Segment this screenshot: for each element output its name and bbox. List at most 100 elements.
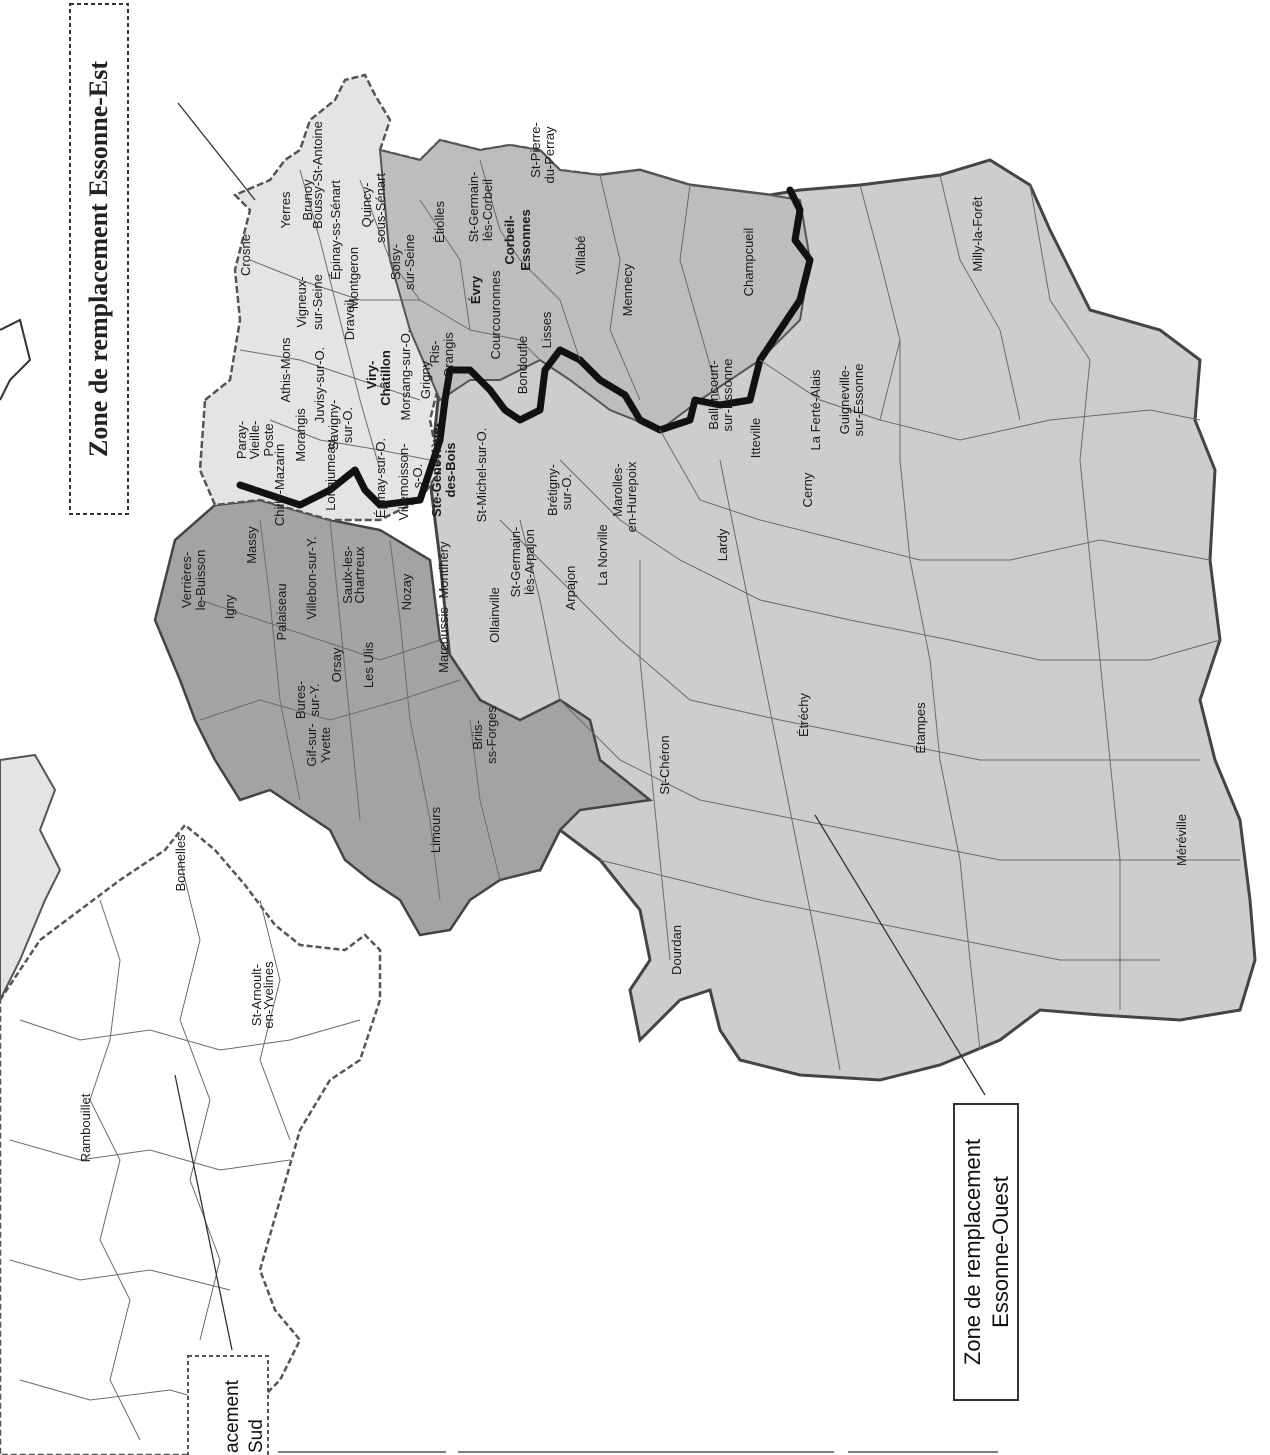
commune-label: Yerres — [278, 191, 293, 229]
commune-boundaries — [9, 159, 1240, 1441]
commune-label: Nozay — [399, 573, 414, 610]
commune-label: sous-Sénart — [373, 173, 388, 243]
commune-label: Paray- — [234, 421, 249, 459]
commune-label: lès-Corbeil — [480, 179, 495, 241]
commune-label: sur-Seine — [310, 274, 325, 330]
commune-label: Brunoy — [300, 179, 315, 221]
commune-label: Chartreux — [352, 546, 367, 604]
commune-label: Montlhéry — [436, 541, 451, 599]
commune-label: en-Hurepoix — [624, 461, 639, 532]
commune-label: Draveil — [342, 300, 357, 341]
commune-label: Igny — [222, 594, 237, 619]
commune-label: St-Michel-sur-O. — [474, 428, 489, 523]
commune-label: Orsay — [329, 647, 344, 682]
commune-label: Évry — [468, 275, 483, 304]
commune-label: Dourdan — [669, 925, 684, 975]
commune-label: Poste — [261, 423, 276, 456]
commune-label: Ballancourt- — [706, 360, 721, 429]
commune-label: Arpajon — [563, 566, 578, 611]
zone-sud-label-box — [187, 1355, 269, 1455]
commune-label: Corbeil- — [502, 215, 517, 264]
zone-boundary-line — [236, 186, 814, 509]
leader-line-sud — [174, 1074, 233, 1351]
commune-label: Lardy — [715, 528, 730, 561]
commune-label: Grigny — [418, 360, 433, 399]
commune-label: Boussy-St-Antoine — [310, 121, 325, 229]
commune-label: sur-Essonne — [720, 359, 735, 432]
zone-east-fragment — [0, 753, 62, 1001]
commune-label: Marcoussis — [436, 607, 451, 673]
commune-label: ss-Forges — [484, 706, 499, 764]
commune-label: Villabé — [573, 236, 588, 275]
commune-label: Épinay-ss-Sénart — [328, 180, 343, 280]
commune-label: Bonnelles — [173, 834, 188, 892]
commune-label: Orangis — [441, 332, 456, 378]
commune-label: Gif-sur- — [304, 723, 319, 766]
commune-label: Champcueil — [741, 228, 756, 297]
commune-label: Châtillon — [378, 350, 393, 406]
commune-label: Ollainville — [487, 587, 502, 643]
zone-ouest-label-line1: Zone de remplacement — [960, 1139, 985, 1365]
leader-line-est — [177, 102, 256, 201]
commune-label: sur-O. — [340, 407, 355, 443]
commune-label: Morsang-sur-O. — [398, 329, 413, 420]
commune-label: en-Yvelines — [261, 961, 276, 1029]
commune-label: St-Germain- — [508, 527, 523, 598]
commune-label: Méréville — [1174, 814, 1189, 866]
commune-label: du-Perray — [542, 126, 557, 184]
commune-label: Étréchy — [796, 692, 811, 737]
commune-label: Itteville — [748, 418, 763, 458]
commune-label: Rambouillet — [78, 1093, 93, 1162]
zone-sud-label-line2: Sud — [246, 1419, 267, 1453]
commune-label: Villemoisson- — [396, 443, 411, 520]
commune-label: Chilly-Mazarin — [272, 444, 287, 526]
commune-label: St-Pierre- — [528, 122, 543, 178]
commune-label: Montgeron — [346, 247, 361, 309]
commune-label: Marolles- — [610, 463, 625, 516]
commune-label: La Norville — [595, 524, 610, 585]
commune-label: Juvisy-sur-O. — [312, 347, 327, 424]
commune-label: Savigny- — [326, 400, 341, 451]
zone-est-label: Zone de remplacement Essonne-Est — [84, 61, 113, 457]
commune-label: Courcouronnes — [488, 270, 503, 359]
commune-label: Quincy- — [359, 183, 374, 228]
commune-label: Épinay-sur-O. — [373, 438, 388, 518]
commune-label: Mennecy — [620, 263, 635, 316]
commune-label: sur-Seine — [402, 234, 417, 290]
commune-label: Verrières- — [179, 552, 194, 608]
commune-label: Limours — [428, 806, 443, 853]
commune-label: Milly-la-Forêt — [970, 196, 985, 272]
commune-label: Villebon-sur-Y. — [304, 536, 319, 619]
commune-label: Bures- — [293, 681, 308, 719]
commune-label: Étiolles — [432, 201, 447, 243]
commune-label: Cerny — [800, 472, 815, 507]
commune-label: Ris- — [427, 340, 442, 363]
leader-line-ouest — [814, 814, 986, 1096]
commune-label: Palaiseau — [274, 583, 289, 640]
commune-label: le-Buisson — [193, 550, 208, 611]
commune-label: La Ferté-Alais — [808, 369, 823, 450]
commune-label: Saulx-les- — [340, 546, 355, 604]
commune-label: Ste-Geneviève- — [429, 423, 444, 517]
commune-label: Soisy- — [388, 244, 403, 280]
commune-label: s-O. — [410, 464, 425, 489]
commune-label: St-Arnoult- — [249, 964, 264, 1026]
zone-sud-label-line1: acement — [222, 1379, 243, 1453]
commune-label: Viry- — [364, 361, 379, 390]
commune-label: Vigneux- — [294, 276, 309, 327]
commune-label: St-Chéron — [657, 735, 672, 794]
commune-label: Yvette — [318, 727, 333, 763]
commune-label: Lisses — [539, 311, 554, 348]
commune-label: lès-Arpajon — [522, 529, 537, 595]
commune-label: Morangis — [293, 408, 308, 462]
commune-label: Brétigny- — [545, 464, 560, 516]
commune-label: Guigneville- — [837, 366, 852, 435]
commune-label: Les Ulis — [361, 641, 376, 688]
commune-label: des-Bois — [443, 443, 458, 498]
commune-label: sur-Y. — [307, 684, 322, 717]
commune-label: Longjumeau — [323, 439, 338, 511]
commune-label: Crosne — [238, 234, 253, 276]
left-stub — [0, 318, 32, 401]
